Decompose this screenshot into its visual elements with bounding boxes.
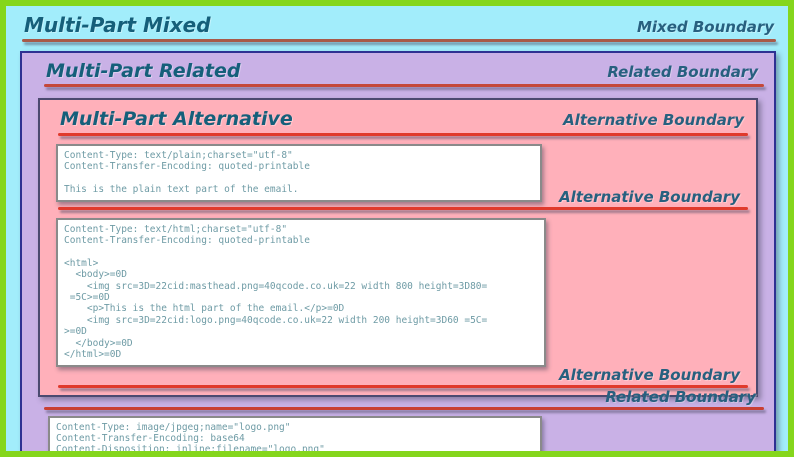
related-title: Multi-Part Related	[46, 60, 241, 82]
related-box: Multi-Part Related Related Boundary Mult…	[20, 51, 776, 451]
mixed-title: Multi-Part Mixed	[24, 13, 211, 37]
alternative-box: Multi-Part Alternative Alternative Bound…	[38, 98, 758, 397]
mixed-boundary-rule	[22, 39, 776, 42]
related-boundary-rule-bottom: Related Boundary	[44, 388, 764, 410]
alternative-boundary-label-3: Alternative Boundary	[559, 365, 740, 384]
related-boundary-label-bottom: Related Boundary	[605, 387, 756, 406]
html-part-code: Content-Type: text/html;charset="utf-8" …	[56, 217, 546, 367]
alternative-title: Multi-Part Alternative	[60, 108, 293, 130]
plain-text-part-code: Content-Type: text/plain;charset="utf-8"…	[56, 144, 542, 202]
alternative-boundary-rule-3: Alternative Boundary	[58, 366, 748, 388]
alternative-boundary-rule-1	[58, 133, 748, 136]
alternative-boundary-label-1: Alternative Boundary	[563, 111, 744, 129]
mixed-header-row: Multi-Part Mixed Mixed Boundary	[6, 6, 788, 37]
mixed-boundary-label: Mixed Boundary	[636, 18, 774, 36]
alternative-boundary-rule-2: Alternative Boundary	[58, 188, 748, 210]
alternative-header-row: Multi-Part Alternative Alternative Bound…	[40, 100, 756, 130]
image-attachment-part-code: Content-Type: image/jpgeg;name="logo.png…	[48, 415, 542, 451]
alternative-boundary-label-2: Alternative Boundary	[559, 187, 740, 206]
related-boundary-label-top: Related Boundary	[607, 63, 758, 81]
related-boundary-rule-top	[44, 84, 764, 87]
related-header-row: Multi-Part Related Related Boundary	[22, 53, 774, 82]
